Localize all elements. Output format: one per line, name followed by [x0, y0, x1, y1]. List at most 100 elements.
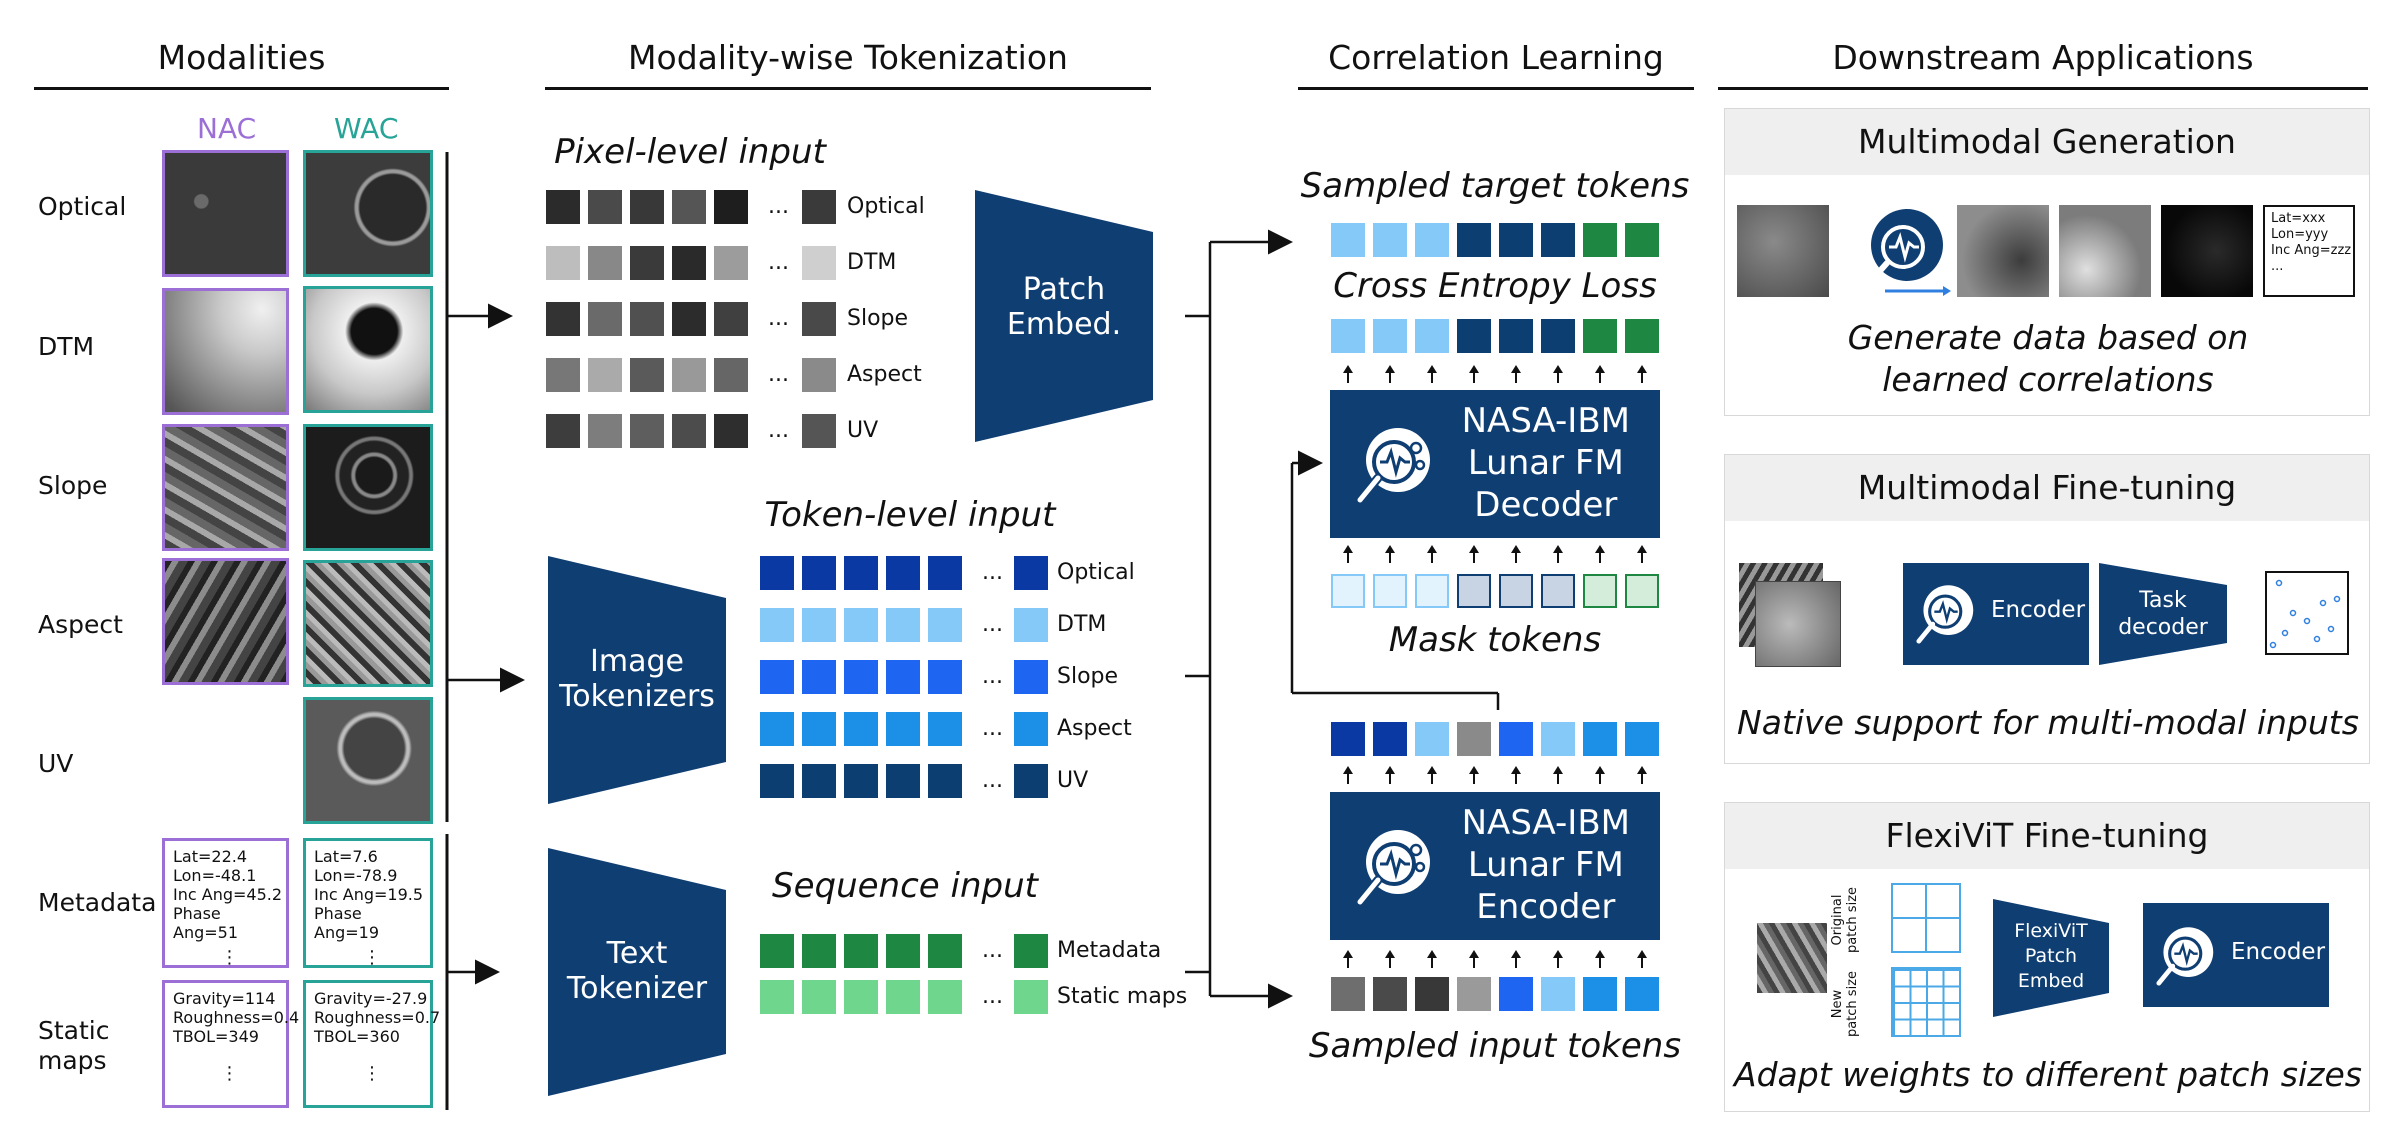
flexivit-patch-embed-label: FlexiViT Patch Embed [2014, 920, 2088, 992]
target-token [1499, 223, 1533, 257]
up-arrow-icon [1637, 365, 1647, 383]
mask-token [1331, 574, 1365, 608]
header-rule-modalities [34, 87, 449, 90]
pixel-patch [630, 302, 664, 336]
text-token [802, 980, 836, 1014]
image-token [802, 608, 836, 642]
sampled-input-tokens-label: Sampled input tokens [1308, 1026, 1682, 1066]
image-token [928, 608, 962, 642]
sampled-target-tokens-title: Sampled target tokens [1300, 166, 1690, 206]
wac-metadata-line: Lat=7.6 [314, 847, 378, 866]
sampled-input-token [1457, 977, 1491, 1011]
up-arrow-icon [1427, 766, 1437, 784]
row-label-aspect: Aspect [38, 610, 123, 639]
up-arrow-icon [1637, 950, 1647, 968]
cross-entropy-loss-label: Cross Entropy Loss [1333, 266, 1657, 306]
sampled-input-token [1625, 977, 1659, 1011]
up-arrow-icon [1595, 545, 1605, 563]
nac-static-maps-box: Gravity=114 Roughness=0.4 TBOL=349 ⋮ [162, 980, 299, 1108]
image-token [802, 712, 836, 746]
nac-metadata-line: Inc Ang=45.2 [173, 885, 283, 904]
token-row-label: Optical [1057, 560, 1135, 585]
up-arrow-icon [1385, 950, 1395, 968]
pixel-patch [588, 358, 622, 392]
flexivit-title: FlexiViT Fine-tuning [1725, 803, 2369, 869]
up-arrow-icon [1511, 766, 1521, 784]
pixel-patch [546, 302, 580, 336]
sampled-input-token [1499, 977, 1533, 1011]
gen-output-uv [2059, 205, 2151, 297]
mask-token [1541, 574, 1575, 608]
gen-metadata-line: Inc Ang=zzz [2271, 243, 2352, 258]
ellipsis: ... [982, 560, 1003, 585]
image-token [928, 712, 962, 746]
image-token [802, 556, 836, 590]
predicted-token [1541, 319, 1575, 353]
image-token [802, 660, 836, 694]
image-token [760, 660, 794, 694]
target-token [1373, 223, 1407, 257]
up-arrow-icon [1511, 545, 1521, 563]
nac-metadata-box: Lat=22.4 Lon=-48.1 Inc Ang=45.2 Phase An… [162, 838, 289, 968]
up-arrow-icon [1595, 766, 1605, 784]
image-token [760, 764, 794, 798]
image-token [928, 660, 962, 694]
ellipsis: ... [982, 664, 1003, 689]
up-arrow-icon [1343, 365, 1353, 383]
sampled-input-token [1373, 977, 1407, 1011]
lunar-magnifier-icon [2156, 927, 2214, 986]
pixel-row-label: Aspect [847, 362, 922, 387]
patch-embed-label: Patch Embed. [1006, 272, 1122, 342]
gen-output-optical [1957, 205, 2049, 297]
image-tokenizers-block: Image Tokenizers [548, 556, 726, 804]
token-row-label: UV [1057, 768, 1089, 793]
text-token [1014, 934, 1048, 968]
decoder-label: NASA-IBM Lunar FM Decoder [1461, 401, 1630, 525]
predicted-token [1499, 319, 1533, 353]
predicted-token [1373, 319, 1407, 353]
pixel-patch [672, 302, 706, 336]
text-token [886, 934, 920, 968]
predicted-token [1457, 319, 1491, 353]
wac-slope-image [303, 424, 433, 551]
original-patch-grid [1891, 883, 1961, 953]
patch-embed-shape [975, 190, 1153, 442]
predicted-token [1331, 319, 1365, 353]
pixel-row-label: Optical [847, 194, 925, 219]
vertical-ellipsis: ⋮ [363, 1063, 381, 1084]
column-header-wac: WAC [334, 112, 399, 145]
up-arrow-icon [1637, 545, 1647, 563]
ellipsis: ... [768, 194, 789, 219]
gen-output-slope [2161, 205, 2253, 297]
predicted-token [1625, 319, 1659, 353]
image-token [760, 608, 794, 642]
image-token [886, 764, 920, 798]
sampled-input-token [1331, 977, 1365, 1011]
sampled-input-token [1415, 977, 1449, 1011]
pixel-patch [588, 414, 622, 448]
nac-metadata-line: Lon=-48.1 [173, 866, 257, 885]
flex-new-patch-label: New patch size [1830, 970, 1860, 1038]
image-token [928, 556, 962, 590]
row-label-slope: Slope [38, 471, 108, 500]
ellipsis: ... [768, 418, 789, 443]
row-label-optical: Optical [38, 192, 127, 221]
generation-title: Multimodal Generation [1725, 109, 2369, 175]
up-arrow-icon [1469, 545, 1479, 563]
encoder-output-token [1583, 722, 1617, 756]
wac-optical-image [303, 150, 433, 277]
pixel-patch [714, 302, 748, 336]
lunar-fm-encoder: NASA-IBM Lunar FM Encoder [1330, 792, 1660, 940]
sequence-row-label: Static maps [1057, 984, 1188, 1009]
wac-static-line: TBOL=360 [314, 1027, 400, 1046]
target-token [1541, 223, 1575, 257]
encoder-output-token [1499, 722, 1533, 756]
pixel-patch [802, 246, 836, 280]
wac-static-maps-box: Gravity=-27.9 Roughness=0.7 TBOL=360 ⋮ [303, 980, 440, 1108]
task-decoder-block: Task decoder [2099, 563, 2227, 665]
predicted-token [1583, 319, 1617, 353]
pixel-patch [802, 414, 836, 448]
nac-metadata-line: Phase Ang=51 [173, 904, 239, 942]
pixel-patch [672, 414, 706, 448]
token-row-label: Slope [1057, 664, 1119, 689]
